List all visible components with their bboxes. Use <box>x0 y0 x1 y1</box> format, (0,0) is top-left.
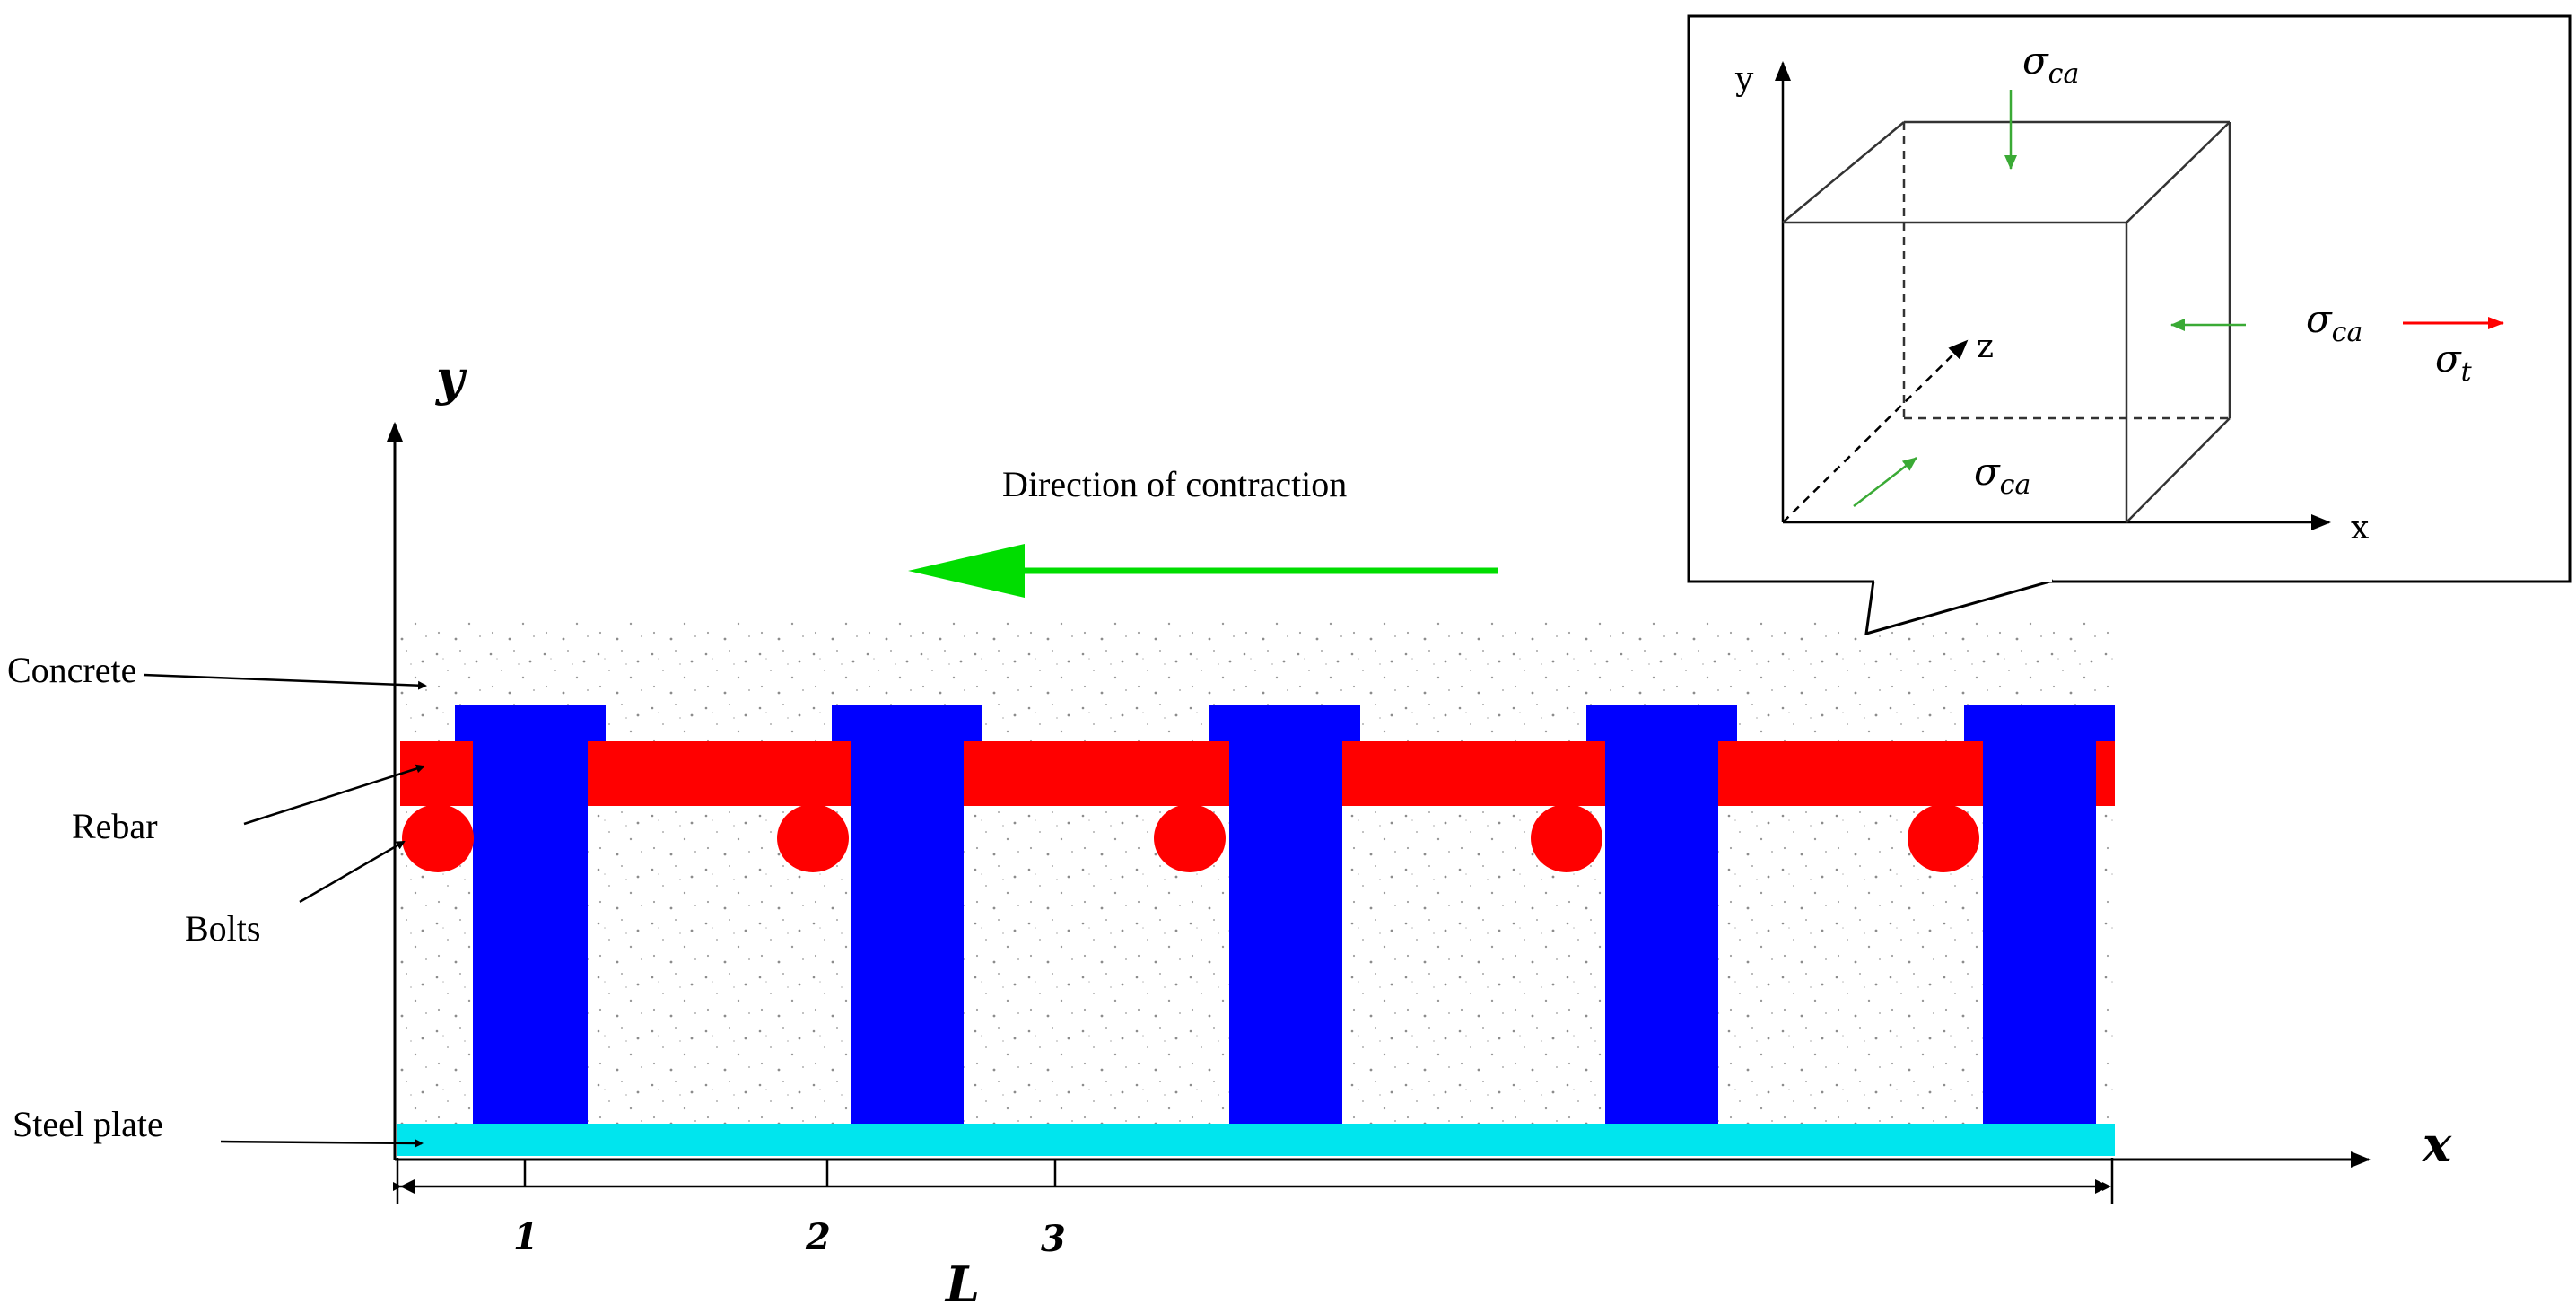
bolt <box>1908 705 2115 1124</box>
steel-plate <box>397 1124 2115 1156</box>
rebar-leader <box>243 764 425 826</box>
concrete-label: Concrete <box>7 650 136 690</box>
inset-frame <box>1687 14 2572 583</box>
position-mark-3: 3 <box>1041 1218 1066 1260</box>
bolt-group <box>402 705 2115 1124</box>
contraction-arrow <box>908 544 1498 598</box>
stress-bottom-arrow <box>1853 457 1917 507</box>
bolt <box>1531 705 1737 1124</box>
stress-top-label: σca <box>2022 39 2079 90</box>
stress-tension-label: σt <box>2435 337 2473 388</box>
position-mark-2: 2 <box>805 1216 831 1258</box>
steel-plate-label: Steel plate <box>13 1104 163 1144</box>
stress-right-label: σca <box>2306 297 2362 348</box>
length-dimension <box>393 1158 2114 1204</box>
rebar-label: Rebar <box>72 806 158 846</box>
y-axis-label: y <box>435 349 467 407</box>
bolt <box>777 705 982 1124</box>
cube <box>1782 120 2231 523</box>
bolt <box>402 705 606 1124</box>
callout-pointer <box>1864 579 2054 636</box>
stress-element-inset: y x z σca σca σt σca <box>1687 14 2572 636</box>
inset-y-label: y <box>1734 61 1754 98</box>
contraction-label: Direction of contraction <box>1002 464 1347 504</box>
steel-plate-leader <box>220 1138 424 1148</box>
length-label: L <box>944 1256 980 1313</box>
stress-bottom-label: σca <box>1974 450 2030 501</box>
concrete-leader <box>143 673 427 690</box>
bolts-leader <box>299 840 406 904</box>
position-mark-1: 1 <box>513 1216 538 1258</box>
x-axis-label: x <box>2422 1116 2452 1173</box>
bolts-label: Bolts <box>185 908 260 949</box>
bolt <box>1154 705 1360 1124</box>
inset-x-label: x <box>2351 510 2369 547</box>
inset-z-label: z <box>1977 328 1994 365</box>
